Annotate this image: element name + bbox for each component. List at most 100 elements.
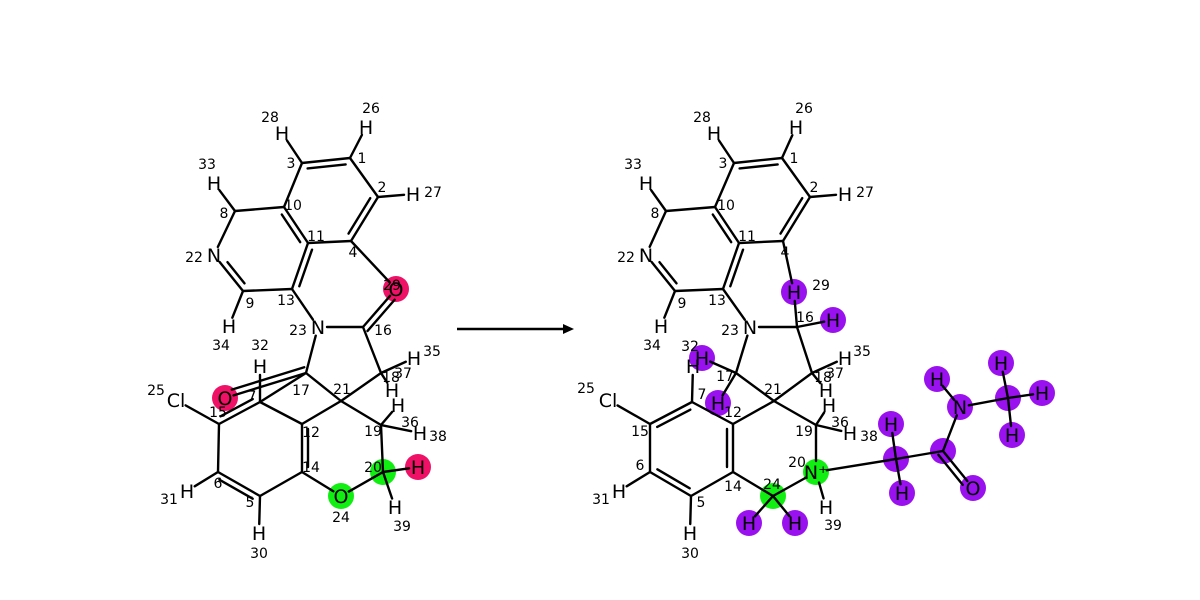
bond xyxy=(814,411,826,427)
bond xyxy=(304,334,317,375)
bond xyxy=(379,410,394,427)
bond xyxy=(232,371,308,397)
atom-symbol: N xyxy=(207,245,221,267)
bond xyxy=(285,139,304,165)
bond xyxy=(690,400,735,426)
atom-symbol: H xyxy=(359,117,373,139)
atom-index: 25 xyxy=(147,383,165,399)
atom-index: 14 xyxy=(302,460,320,476)
atom-highlight xyxy=(820,307,846,333)
atom-index: 14 xyxy=(724,479,742,495)
atom-symbol: H xyxy=(787,282,801,304)
atom-symbol: H xyxy=(819,497,833,519)
atom-symbol: H xyxy=(654,316,668,338)
atom-symbol: H xyxy=(788,513,802,535)
bond xyxy=(339,399,383,427)
atom-index: 12 xyxy=(724,405,742,421)
bond-second-line xyxy=(230,366,306,391)
atom-highlight xyxy=(689,345,715,371)
bond xyxy=(361,325,383,375)
atom-index: 34 xyxy=(212,338,230,354)
atom-symbol: H xyxy=(253,356,267,378)
bond-second-line xyxy=(656,408,692,429)
bond xyxy=(648,400,694,426)
atom-index: 19 xyxy=(795,424,813,440)
atom-index: 37 xyxy=(826,366,844,382)
atom-symbol: N xyxy=(953,397,967,419)
bond xyxy=(231,289,245,319)
atom-symbol: H xyxy=(695,348,709,370)
atom-highlight xyxy=(803,459,829,485)
bond xyxy=(300,470,335,493)
atom-index: 26 xyxy=(362,101,380,117)
atom-highlight xyxy=(781,279,807,305)
atom-index: 17 xyxy=(292,383,310,399)
bond-second-line xyxy=(219,397,254,418)
atom-symbol: H xyxy=(742,513,756,535)
bond xyxy=(216,209,237,249)
atom-symbol: O xyxy=(389,279,404,301)
atom-index: 28 xyxy=(261,110,279,126)
bond xyxy=(817,481,825,500)
atom-index: 33 xyxy=(624,157,642,173)
atom-index: 5 xyxy=(697,495,706,511)
atom-highlight xyxy=(328,483,354,509)
atom-index: 35 xyxy=(853,344,871,360)
atom-index: 10 xyxy=(717,198,735,214)
atom-index: 24 xyxy=(332,510,350,526)
atom-highlight xyxy=(212,385,238,411)
atom-index: 31 xyxy=(592,492,610,508)
atom-index: 19 xyxy=(364,424,382,440)
bond xyxy=(814,423,843,433)
atom-highlight xyxy=(878,411,904,437)
bond xyxy=(379,423,385,474)
bond xyxy=(282,161,304,209)
bond xyxy=(734,334,749,375)
bond xyxy=(339,371,383,403)
atom-symbol: Cl xyxy=(599,390,618,412)
atom-index: 4 xyxy=(781,245,790,261)
bond xyxy=(290,287,315,321)
bond xyxy=(717,139,736,165)
atom-index: 2 xyxy=(378,180,387,196)
bond xyxy=(721,241,741,291)
atom-index: 6 xyxy=(214,476,223,492)
atom-index: 9 xyxy=(246,296,255,312)
bond xyxy=(941,384,956,402)
atom-index: 36 xyxy=(401,415,419,431)
bond xyxy=(891,431,898,461)
bond xyxy=(241,287,294,293)
atom-symbol: H xyxy=(884,414,898,436)
bond xyxy=(731,470,775,498)
atom-symbol: N xyxy=(743,317,757,339)
atom-index: 33 xyxy=(198,157,216,173)
atom-index: 12 xyxy=(302,425,320,441)
bond xyxy=(616,404,652,426)
bond xyxy=(1006,393,1035,400)
atom-symbol: H xyxy=(222,316,236,338)
atom-index: 6 xyxy=(636,458,645,474)
bond xyxy=(306,239,353,245)
atom-symbol: H xyxy=(180,481,194,503)
atom-index: 22 xyxy=(617,250,635,266)
atom-symbol: H xyxy=(413,423,427,445)
atom-index: 15 xyxy=(209,405,227,421)
bond xyxy=(781,239,794,285)
bond xyxy=(193,470,220,488)
bond xyxy=(348,156,380,199)
bond xyxy=(772,399,818,427)
atom-index: 4 xyxy=(349,245,358,261)
bond xyxy=(216,470,262,498)
atom-index: 24 xyxy=(763,477,781,493)
atom-index: 34 xyxy=(643,338,661,354)
bond xyxy=(218,188,237,213)
bond xyxy=(258,371,308,404)
left-atom-labels: 123456789101112131415161718192021N22N23O… xyxy=(147,101,447,562)
bond-second-line xyxy=(711,213,733,244)
atom-highlight xyxy=(405,454,431,480)
atom-index: 5 xyxy=(246,495,255,511)
atom-index: 39 xyxy=(393,519,411,535)
bond xyxy=(689,494,693,526)
